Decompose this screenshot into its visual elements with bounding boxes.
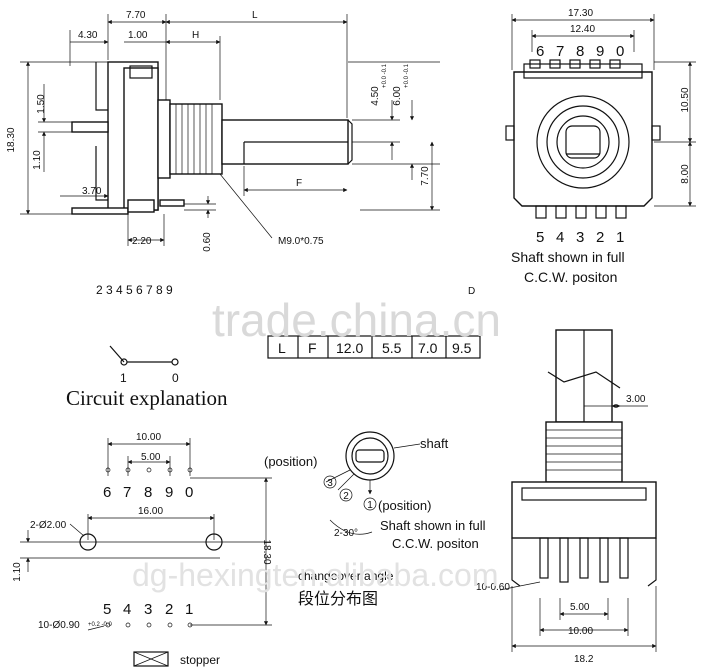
fp-bottom-pin: 1 xyxy=(185,601,193,618)
stopper-label: stopper xyxy=(180,653,220,667)
watermark-bottom: dg-hexingten.alibaba.com xyxy=(132,557,498,593)
fp-bottom-pin: 5 xyxy=(103,601,111,618)
fp-bottom-pin: 4 xyxy=(123,601,131,618)
front-bottom-pin: 1 xyxy=(616,229,624,246)
front-bottom-pin: 4 xyxy=(556,229,564,246)
fp-dim-holes-tol: +0.2 -0.0 xyxy=(88,622,113,628)
iso-dim-3-00: 3.00 xyxy=(626,394,646,405)
fp-dim-10-00: 10.00 xyxy=(136,432,161,443)
dim-12-40: 12.40 xyxy=(570,24,595,35)
front-bottom-pin: 2 xyxy=(596,229,604,246)
iso-dim-10-00: 10.00 xyxy=(568,626,593,637)
marker-1: 1 xyxy=(367,500,373,511)
table-corner-label: D xyxy=(468,286,475,297)
pcb-footprint: 10.00 5.00 16.00 2-Ø2.00 18.30 1.10 10-Ø… xyxy=(12,432,272,667)
iso-view: 3.00 10-0.60 5.00 10.00 18.2 xyxy=(476,329,657,665)
front-bottom-pin: 5 xyxy=(536,229,544,246)
dim-1-00: 1.00 xyxy=(128,30,148,41)
side-view: 7.70 L 4.30 1.00 H 1.50 18.30 1.10 3.70 … xyxy=(6,10,440,252)
dim-1-10: 1.10 xyxy=(32,150,43,170)
front-view: 17.30 12.40 10.50 8.00 6 7 8 9 0 5 4 3 2… xyxy=(505,8,696,285)
dim-4-50: 4.50 xyxy=(370,86,381,106)
table-cell: 12.0 xyxy=(336,340,363,356)
dim-1-50: 1.50 xyxy=(36,94,47,114)
fp-bottom-pin: 3 xyxy=(144,601,152,618)
dim-H: H xyxy=(192,30,199,41)
marker-3: 3 xyxy=(327,478,333,489)
dim-F: F xyxy=(296,178,302,189)
dim-0-60: 0.60 xyxy=(202,232,213,252)
front-top-pin: 8 xyxy=(576,43,584,60)
fp-dim-1-10: 1.10 xyxy=(12,562,23,582)
position-detail: 3 2 1 shaft (position) (position) 2-30° … xyxy=(264,431,486,608)
watermark-main: trade.china.cn xyxy=(212,294,501,346)
dim-L: L xyxy=(252,10,258,21)
dimension-table: L F 12.0 5.5 7.0 9.5 D xyxy=(267,286,481,359)
dim-4-50-tol: +0.0 -0.1 xyxy=(382,63,388,88)
dim-2-20: 2.20 xyxy=(132,236,152,247)
fp-dim-16-00: 16.00 xyxy=(138,506,163,517)
thread-label: M9.0*0.75 xyxy=(278,236,324,247)
fp-dim-holes: 10-Ø0.90 xyxy=(38,620,80,631)
position-caption-line1: Shaft shown in full xyxy=(380,518,486,533)
fp-dim-2-00: 2-Ø2.00 xyxy=(30,520,67,531)
table-cell: 7.0 xyxy=(418,340,438,356)
chinese-caption: 段位分布图 xyxy=(298,589,378,608)
dim-4-30: 4.30 xyxy=(78,30,98,41)
front-caption-line2: C.C.W. positon xyxy=(524,269,617,285)
fp-dim-5-00: 5.00 xyxy=(141,452,161,463)
angle-label: 2-30° xyxy=(334,528,358,539)
table-cell: F xyxy=(308,340,317,356)
front-bottom-pin: 3 xyxy=(576,229,584,246)
dim-7-70b: 7.70 xyxy=(420,166,431,186)
fp-top-pin: 8 xyxy=(144,484,152,501)
dim-17-30: 17.30 xyxy=(568,8,593,19)
dim-6-00-tol: +0.0 -0.1 xyxy=(404,63,410,88)
table-cell: L xyxy=(278,340,286,356)
shaft-label: shaft xyxy=(420,436,449,451)
front-top-pin: 7 xyxy=(556,43,564,60)
table-cell: 9.5 xyxy=(452,340,472,356)
dim-6-00: 6.00 xyxy=(392,86,403,106)
position-caption-line2: C.C.W. positon xyxy=(392,536,479,551)
position-label-right: (position) xyxy=(378,498,431,513)
circuit-contact-0: 0 xyxy=(172,371,179,385)
fp-top-pin: 7 xyxy=(123,484,131,501)
marker-2: 2 xyxy=(343,491,349,502)
fp-top-pin: 6 xyxy=(103,484,111,501)
fp-bottom-pin: 2 xyxy=(165,601,173,618)
front-top-pin: 6 xyxy=(536,43,544,60)
circuit-title: Circuit explanation xyxy=(66,386,228,410)
dim-8-00: 8.00 xyxy=(680,164,691,184)
table-cell: 5.5 xyxy=(382,340,402,356)
dim-7-70: 7.70 xyxy=(126,10,146,21)
fp-top-pin: 9 xyxy=(165,484,173,501)
changeover-label: changeover angle xyxy=(298,569,394,583)
dim-10-50: 10.50 xyxy=(680,87,691,112)
iso-dim-18-2: 18.2 xyxy=(574,654,594,665)
position-label-left: (position) xyxy=(264,454,317,469)
front-top-pin: 0 xyxy=(616,43,624,60)
fp-dim-18-30: 18.30 xyxy=(261,539,272,564)
fp-top-pin: 0 xyxy=(185,484,193,501)
circuit-contact-1: 1 xyxy=(120,371,127,385)
circuit-section: 2 3 4 5 6 7 8 9 1 0 Circuit explanation xyxy=(66,283,228,410)
iso-dim-5-00: 5.00 xyxy=(570,602,590,613)
front-caption-line1: Shaft shown in full xyxy=(511,249,625,265)
front-top-pin: 9 xyxy=(596,43,604,60)
dim-3-70: 3.70 xyxy=(82,186,102,197)
dim-18-30: 18.30 xyxy=(6,127,17,152)
circuit-pin-numbers: 2 3 4 5 6 7 8 9 xyxy=(96,283,173,297)
iso-dim-10-0-60: 10-0.60 xyxy=(476,582,510,593)
